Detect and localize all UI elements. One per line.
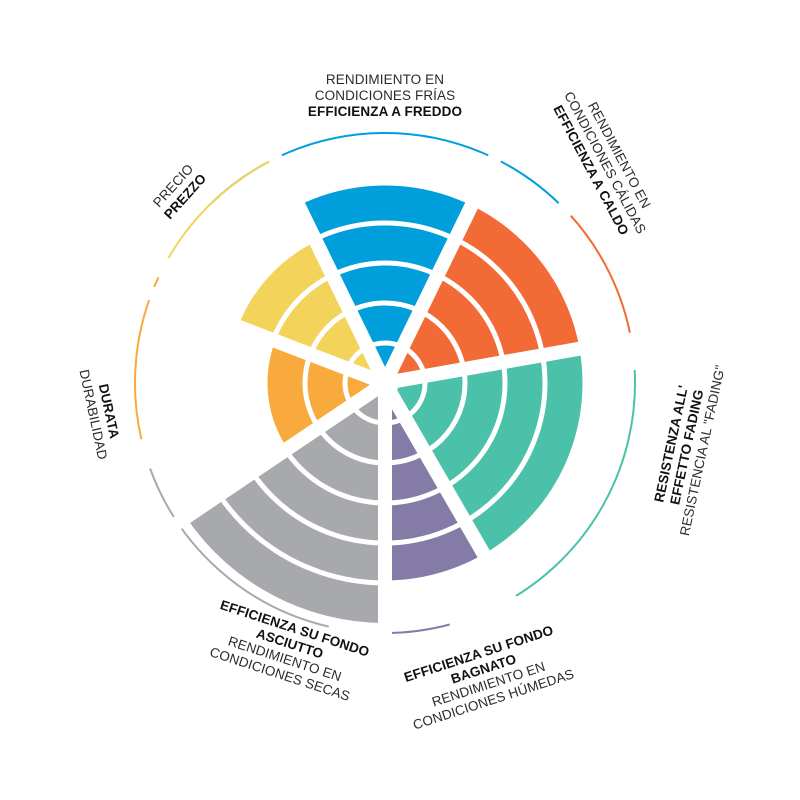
ring-line (262, 260, 508, 506)
wedge-durability (265, 340, 385, 451)
label-line: CONDICIONES FRÍAS (315, 88, 455, 103)
label-line: RENDIMIENTO EN (326, 72, 444, 87)
spoke-gap (247, 110, 392, 387)
outer-arc-hot (570, 215, 633, 340)
spoke-gap (102, 268, 388, 390)
spoke-gap (132, 377, 389, 557)
label-fading: RESISTENZA ALL'EFFETTO FADINGRESISTENCIA… (651, 364, 727, 538)
outer-arc-price (167, 157, 276, 259)
wedge-cold (297, 183, 473, 383)
outer-arc-dry (149, 468, 329, 628)
spoke-gap (378, 379, 542, 647)
outer-arcs (134, 132, 637, 634)
outer-arc-fading (505, 369, 637, 603)
label-line: EFFICIENZA A FREDDO (308, 104, 462, 119)
spoke-gap (383, 324, 682, 390)
ring-line (342, 340, 428, 426)
wedge-price (235, 239, 385, 383)
spoke-gap (378, 110, 523, 387)
center-hub (371, 369, 399, 397)
ring-line (182, 180, 588, 586)
ring-line (222, 220, 548, 546)
ring-line (302, 300, 468, 466)
ring-lines (182, 180, 588, 586)
